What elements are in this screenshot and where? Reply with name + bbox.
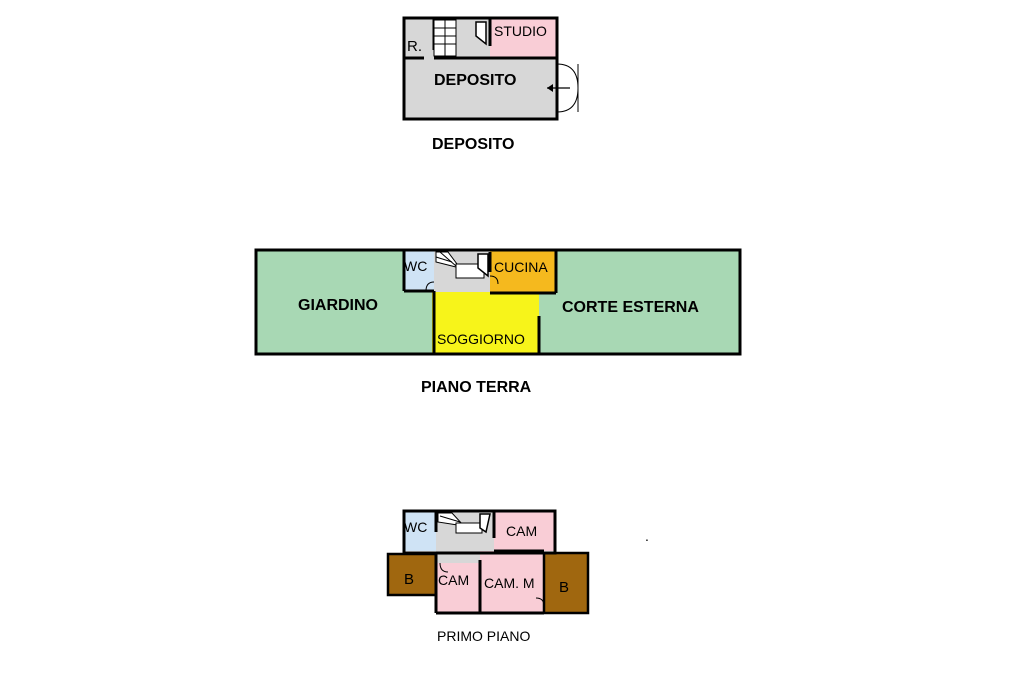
room-soggiorno (432, 292, 539, 354)
room-wc-pt (404, 250, 434, 291)
room-cam-top (494, 511, 555, 551)
label-balcone-right: B (559, 579, 569, 596)
deposito-stairs (433, 19, 487, 57)
room-giardino (256, 250, 404, 354)
room-giardino-lower (404, 292, 432, 354)
piano-terra-stairs (435, 251, 489, 279)
label-cucina: CUCINA (494, 259, 548, 275)
label-studio: STUDIO (494, 23, 547, 39)
label-cam-top: CAM (506, 523, 537, 539)
caption-piano-terra: PIANO TERRA (421, 379, 532, 396)
label-balcone-left: B (404, 571, 414, 588)
cam-m-door (535, 597, 545, 607)
room-hall-pp (436, 553, 480, 563)
label-corte-esterna: CORTE ESTERNA (562, 299, 699, 316)
wc-door-pt (425, 281, 435, 292)
label-cam-matrimoniale: CAM. M (484, 575, 535, 591)
deposito-entrance-door (547, 63, 579, 113)
piano-terra-outer-wall (254, 248, 742, 356)
room-balcone-right (544, 553, 588, 613)
label-giardino: GIARDINO (298, 297, 378, 314)
stray-dot: . (645, 528, 649, 544)
deposito-plan: R. STUDIO DEPOSITO DEPOSITO (402, 16, 579, 153)
label-ripostiglio: R. (407, 38, 422, 55)
room-cucina (490, 251, 556, 293)
label-deposito-room: DEPOSITO (434, 72, 516, 89)
primo-piano-stairs (437, 512, 491, 534)
caption-deposito: DEPOSITO (432, 136, 514, 153)
deposito-outer-wall (402, 16, 559, 121)
primo-piano-plan: WC CAM B CAM CAM. M B PRIMO PIANO (386, 509, 590, 644)
label-wc-pp: WC (404, 519, 427, 535)
room-studio (490, 18, 557, 58)
room-wc-pp (404, 511, 436, 551)
piano-terra-plan: GIARDINO WC CUCINA SOGGIORNO CORTE ESTER… (254, 248, 742, 396)
label-soggiorno: SOGGIORNO (437, 331, 525, 347)
label-wc-pt: WC (404, 258, 427, 274)
cam-left-door (439, 562, 449, 573)
room-cam-matrimoniale (480, 551, 544, 613)
primo-piano-core-wall (402, 509, 557, 555)
caption-primo-piano: PRIMO PIANO (437, 628, 530, 644)
room-balcone-left (388, 554, 436, 595)
label-cam-left: CAM (438, 572, 469, 588)
room-corte-upper (556, 251, 740, 293)
cucina-door (489, 275, 499, 285)
